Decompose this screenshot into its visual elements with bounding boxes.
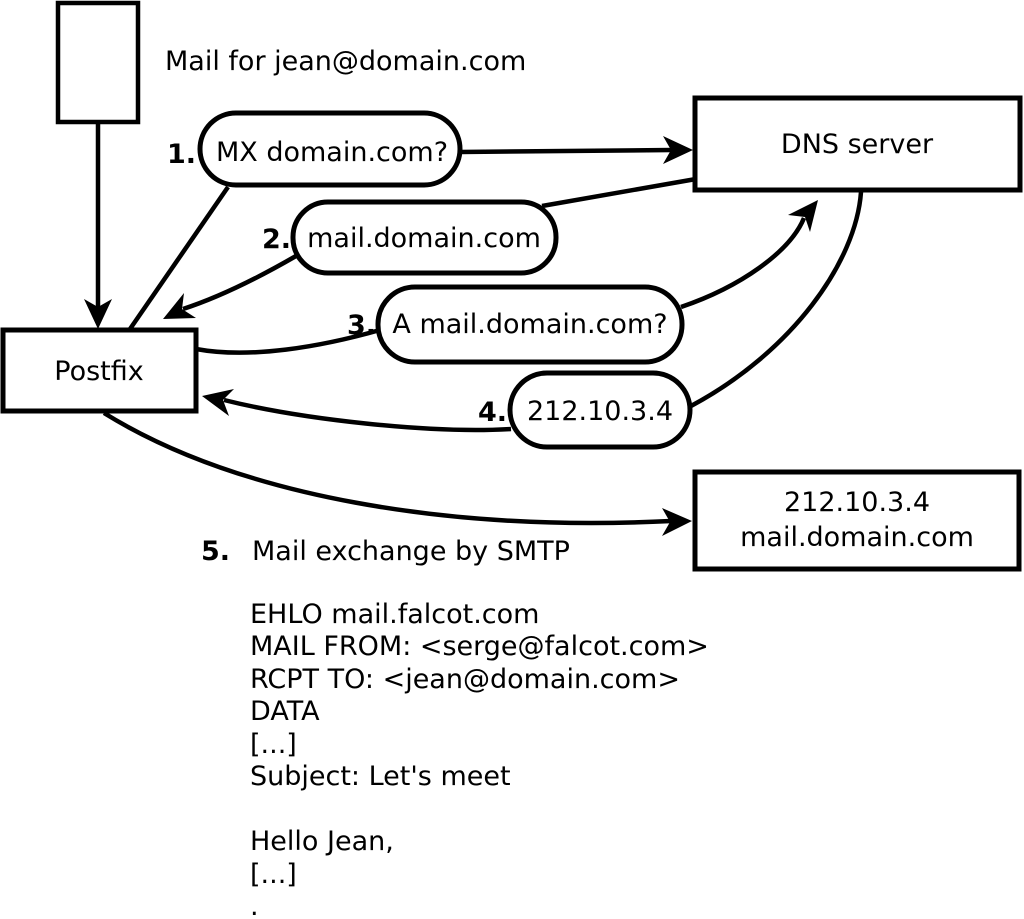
destination-ip: 212.10.3.4: [784, 487, 930, 518]
step-4-label: 212.10.3.4: [527, 396, 673, 427]
arrow-step3-to-dns-line: [680, 217, 807, 310]
arrow-step2-to-postfix-line: [182, 254, 298, 312]
smtp-session-line: Subject: Let's meet: [250, 761, 511, 792]
smtp-session-line: [...]: [250, 859, 297, 890]
step-3-number: 3.: [347, 310, 376, 341]
step-2-bubble: [290, 199, 559, 276]
arrow-step4-to-postfix-line: [223, 397, 512, 433]
smtp-session-line: EHLO mail.falcot.com: [250, 599, 539, 630]
smtp-session-line: DATA: [250, 696, 320, 727]
step-3-bubble: [375, 284, 685, 365]
step-3-label: A mail.domain.com?: [392, 309, 667, 340]
postfix-label: Postfix: [54, 356, 143, 387]
step-1-bubble: [197, 110, 463, 188]
line-dns-to-step4: [689, 191, 864, 408]
step-1-number: 1.: [167, 139, 196, 170]
arrowhead-step3-into-dns: [788, 200, 818, 232]
step-5-number: 5.: [201, 536, 230, 567]
arrow-step1-to-dns-line: [459, 147, 673, 155]
postfix-node: [0, 327, 199, 414]
arrow-postfix-to-destination-line: [102, 411, 672, 526]
arrowhead-step2-into-postfix: [163, 293, 196, 319]
dns-server-node: [692, 95, 1023, 193]
smtp-session-line: MAIL FROM: <serge@falcot.com>: [250, 631, 709, 662]
step-2-number: 2.: [262, 224, 291, 255]
step-1-label: MX domain.com?: [216, 137, 448, 168]
arrowhead-step4-into-postfix: [202, 389, 234, 416]
smtp-session-line: RCPT TO: <jean@domain.com>: [250, 664, 680, 695]
smtp-session-line: Hello Jean,: [250, 826, 394, 857]
destination-hostname: mail.domain.com: [740, 522, 974, 553]
envelope-icon: [55, 0, 141, 125]
step-4-bubble: [507, 370, 693, 450]
dns-server-label: DNS server: [781, 129, 934, 160]
line-postfix-to-step1: [128, 185, 230, 331]
smtp-session-line: .: [250, 891, 259, 919]
step-2-label: mail.domain.com: [307, 223, 541, 254]
smtp-session-line: [...]: [250, 729, 297, 760]
line-dns-to-step2: [541, 176, 697, 209]
arrowhead-into-destination: [662, 508, 692, 536]
arrowhead-into-dns-left: [663, 136, 693, 164]
destination-node: [692, 469, 1022, 572]
step-4-number: 4.: [478, 397, 507, 428]
line-postfix-to-step3: [195, 327, 381, 355]
arrowhead-into-postfix-top: [84, 299, 112, 329]
step-5-label: Mail exchange by SMTP: [252, 536, 570, 567]
mail-caption: Mail for jean@domain.com: [165, 46, 526, 77]
